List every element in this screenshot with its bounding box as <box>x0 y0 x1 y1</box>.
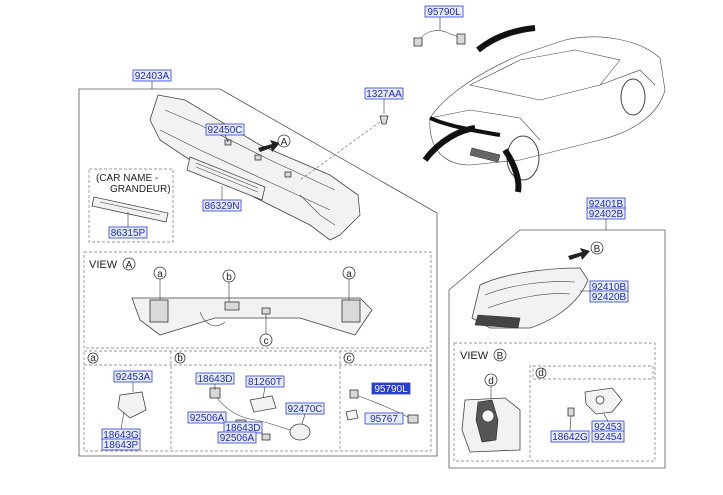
part-label-92403A[interactable]: 92403A <box>132 69 172 82</box>
part-label-95790L-sub[interactable]: 95790L <box>371 382 411 395</box>
name-badge <box>91 196 169 223</box>
svg-text:1327AA: 1327AA <box>366 89 402 100</box>
svg-text:92401B: 92401B <box>589 199 624 210</box>
detail-c-circle <box>343 352 355 364</box>
car-illustration <box>422 25 666 193</box>
svg-text:18643G: 18643G <box>103 430 139 441</box>
view-a-letter: A <box>126 260 133 271</box>
part-label-92402B[interactable]: 92402B <box>586 207 626 220</box>
part-label-92420B[interactable]: 92420B <box>589 290 629 303</box>
car-name-line2: GRANDEUR) <box>110 184 171 195</box>
callout-a-letter: a <box>157 269 163 280</box>
emblem-plate <box>186 156 266 201</box>
svg-text:92453A: 92453A <box>116 372 151 383</box>
garnish-rear-view <box>131 297 373 336</box>
view-b-panel <box>453 342 656 462</box>
svg-text:18642G: 18642G <box>552 432 588 443</box>
part-label-18642G[interactable]: 18642G <box>550 430 590 443</box>
svg-text:92454: 92454 <box>594 432 622 443</box>
view-a-title: VIEW <box>89 259 118 271</box>
svg-text:18643P: 18643P <box>104 440 139 451</box>
svg-text:95767: 95767 <box>370 414 398 425</box>
lamp-socket-a <box>117 391 147 419</box>
detail-c-letter: c <box>347 353 352 364</box>
clip-part <box>379 115 389 125</box>
svg-text:95790L: 95790L <box>374 384 408 395</box>
detail-b-letter: b <box>177 353 183 364</box>
svg-text:81260T: 81260T <box>248 377 282 388</box>
tail-lamp-back-view <box>461 397 521 453</box>
part-label-92506A-2[interactable]: 92506A <box>217 431 257 444</box>
callout-a-letter-right: a <box>346 269 352 280</box>
detail-panels <box>83 350 432 452</box>
view-b-letter: B <box>497 351 504 362</box>
detail-d-letter-2: d <box>538 368 544 379</box>
view-b-title: VIEW <box>460 350 489 362</box>
car-name-box <box>88 168 174 243</box>
svg-text:18643D: 18643D <box>197 374 232 385</box>
main-assembly-frame <box>78 88 438 457</box>
part-label-92453A[interactable]: 92453A <box>113 370 153 383</box>
view-b-circle <box>493 348 507 362</box>
part-label-92470C[interactable]: 92470C <box>285 402 325 415</box>
view-a-panel <box>83 251 432 349</box>
car-name-line1: (CAR NAME - <box>96 173 158 184</box>
bulb-socket-b <box>261 433 271 441</box>
svg-text:92470C: 92470C <box>287 404 322 415</box>
part-label-1327AA[interactable]: 1327AA <box>364 87 404 100</box>
svg-text:86329N: 86329N <box>204 201 239 212</box>
svg-text:92410B: 92410B <box>592 282 627 293</box>
view-arrow-a: A <box>258 134 291 152</box>
detail-d-circle-2 <box>535 367 547 379</box>
lamp-bracket-d <box>567 387 623 417</box>
part-label-81260T[interactable]: 81260T <box>245 375 285 388</box>
svg-text:B: B <box>594 244 601 255</box>
rear-garnish-part <box>149 94 361 241</box>
view-arrow-b: B <box>568 241 604 260</box>
detail-b-circle <box>174 352 186 364</box>
svg-text:92450C: 92450C <box>207 125 242 136</box>
svg-text:92402B: 92402B <box>589 209 624 220</box>
part-label-95790L-top[interactable]: 95790L <box>424 5 464 18</box>
wire-harness-top <box>413 17 466 47</box>
part-label-92506A-1[interactable]: 92506A <box>187 411 227 424</box>
detail-a-circle <box>87 352 99 364</box>
part-label-18643D-1[interactable]: 18643D <box>195 372 235 385</box>
part-label-86315P[interactable]: 86315P <box>108 226 148 239</box>
svg-text:92403A: 92403A <box>135 71 170 82</box>
part-label-18643P[interactable]: 18643P <box>101 438 141 451</box>
svg-text:92506A: 92506A <box>190 413 225 424</box>
part-label-92454[interactable]: 92454 <box>591 430 625 443</box>
callout-b-letter: b <box>226 272 232 283</box>
detail-d-header <box>532 365 654 380</box>
svg-text:92453: 92453 <box>594 422 622 433</box>
part-label-86329N[interactable]: 86329N <box>202 199 242 212</box>
svg-text:92506A: 92506A <box>220 433 255 444</box>
part-label-95767[interactable]: 95767 <box>364 412 404 425</box>
svg-text:18643D: 18643D <box>225 423 260 434</box>
tail-lamp-frame <box>448 229 666 469</box>
part-label-92450C[interactable]: 92450C <box>205 123 245 136</box>
detail-a-letter: a <box>90 353 96 364</box>
detail-d-letter: d <box>488 376 494 387</box>
svg-text:95790L: 95790L <box>427 7 461 18</box>
view-a-circle <box>122 257 136 271</box>
svg-text:A: A <box>281 137 288 148</box>
wiring-harness-c <box>345 389 419 424</box>
tail-lamp-part <box>471 267 589 329</box>
svg-text:86315P: 86315P <box>111 228 146 239</box>
callout-c-letter: c <box>264 336 269 347</box>
svg-text:92420B: 92420B <box>592 292 627 303</box>
